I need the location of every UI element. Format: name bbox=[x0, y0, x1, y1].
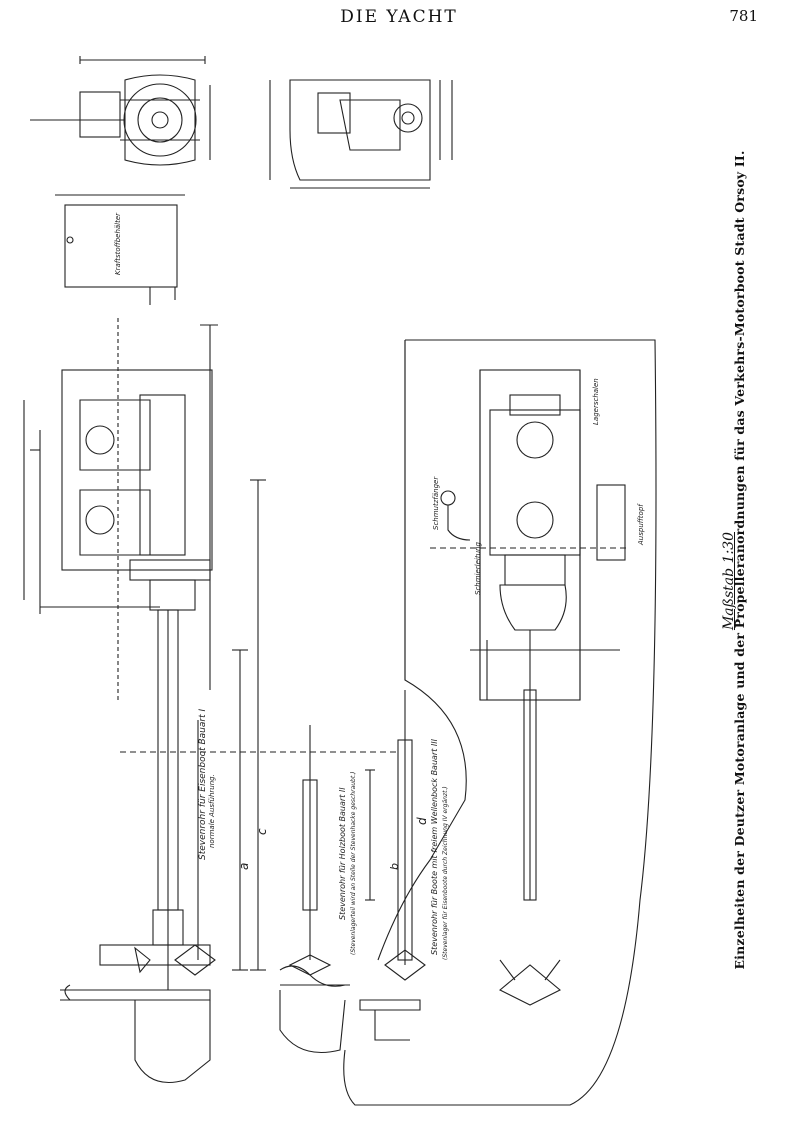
label-steven-i-sub: normale Ausführung. bbox=[208, 774, 216, 848]
figure-caption: Einzelheiten der Deutzer Motoranlage und… bbox=[732, 150, 747, 970]
label-steven-ii-sub: (Stevenlagerteil wird an Stelle der Stev… bbox=[350, 772, 357, 955]
fuel-tank-drawing bbox=[55, 194, 185, 305]
hull-outline-right bbox=[343, 339, 657, 1106]
page-number: 781 bbox=[729, 7, 758, 25]
label-dim-a: a bbox=[237, 863, 251, 870]
label-dim-b: b bbox=[388, 863, 401, 870]
engine-elevation-left bbox=[23, 318, 218, 700]
label-lagerschalen: Lagerschalen bbox=[592, 378, 600, 425]
label-steven-iii: Stevenrohr für Boote mit freiem Wellenbo… bbox=[430, 738, 439, 955]
label-steven-ii: Stevenrohr für Holzboot Bauart II bbox=[338, 787, 347, 920]
label-kraftstoff: Kraftstoffbehälter bbox=[114, 212, 122, 275]
label-schmierleitung: Schmierleitung bbox=[474, 542, 482, 595]
shaft-bauart-i bbox=[60, 609, 400, 1084]
engine-plan-right bbox=[430, 369, 630, 1006]
label-steven-i: Stevenrohr für Eisenboot Bauart I bbox=[198, 709, 208, 860]
top-view-engine-left bbox=[30, 56, 211, 166]
label-schmutzfaenger: Schmutzfänger bbox=[432, 476, 440, 530]
shaft-bauart-ii bbox=[279, 725, 350, 1054]
label-dim-d: d bbox=[415, 817, 429, 825]
dimension-lines-left bbox=[197, 479, 266, 971]
shaft-bauart-iii bbox=[359, 690, 426, 1041]
top-view-engine-right bbox=[269, 79, 453, 189]
label-auspuff: Auspufftopf bbox=[637, 503, 645, 546]
label-dim-c: c bbox=[255, 828, 269, 835]
label-steven-iii-sub: (Stevenlager für Eisenboote durch Zeichn… bbox=[442, 786, 449, 960]
page-header-title: DIE YACHT bbox=[340, 7, 458, 27]
